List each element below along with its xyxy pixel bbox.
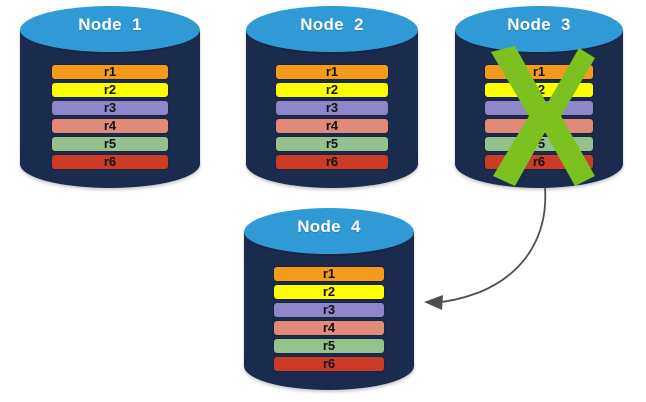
record-r6: r6 xyxy=(272,356,386,372)
arrow-head-icon xyxy=(424,295,443,310)
record-r2: r2 xyxy=(275,82,389,98)
record-r1: r1 xyxy=(50,64,170,80)
record-r2: r2 xyxy=(272,284,386,300)
node-2-records: r1 r2 r3 r4 r5 r6 xyxy=(275,64,389,170)
node-2-cylinder-top xyxy=(246,6,418,54)
node-1-records: r1 r2 r3 r4 r5 r6 xyxy=(50,64,170,170)
record-r4: r4 xyxy=(272,320,386,336)
node-4[interactable]: Node 4 r1 r2 r3 r4 r5 r6 xyxy=(244,208,414,390)
record-r3: r3 xyxy=(272,302,386,318)
record-r5: r5 xyxy=(50,136,170,152)
record-r6: r6 xyxy=(483,154,595,170)
node-2[interactable]: Node 2 r1 r2 r3 r4 r5 r6 xyxy=(246,6,418,188)
record-r4: r4 xyxy=(275,118,389,134)
arrow-path xyxy=(431,187,547,304)
node-3-label: Node 3 xyxy=(507,15,571,34)
node-1-cylinder-top xyxy=(20,6,200,54)
node-1[interactable]: Node 1 r1 r2 r3 r4 r5 r6 xyxy=(20,6,200,188)
record-r3: r3 xyxy=(275,100,389,116)
node-3[interactable]: Node 3 r1 r2 r3 r4 r5 r6 xyxy=(455,6,623,188)
record-r4: r4 xyxy=(483,118,595,134)
record-r6: r6 xyxy=(275,154,389,170)
record-r5: r5 xyxy=(272,338,386,354)
node-1-label: Node 1 xyxy=(78,15,142,34)
record-r1: r1 xyxy=(272,266,386,282)
node-4-cylinder-top xyxy=(244,208,414,256)
record-r3: r3 xyxy=(483,100,595,116)
record-r2: r2 xyxy=(50,82,170,98)
node-2-label: Node 2 xyxy=(300,15,364,34)
node-4-label: Node 4 xyxy=(297,217,361,236)
record-r3: r3 xyxy=(50,100,170,116)
record-r5: r5 xyxy=(275,136,389,152)
node-3-records: r1 r2 r3 r4 r5 r6 xyxy=(483,64,595,170)
record-r6: r6 xyxy=(50,154,170,170)
record-r4: r4 xyxy=(50,118,170,134)
node-4-records: r1 r2 r3 r4 r5 r6 xyxy=(272,266,386,372)
record-r5: r5 xyxy=(483,136,595,152)
record-r1: r1 xyxy=(275,64,389,80)
record-r1: r1 xyxy=(483,64,595,80)
record-r2: r2 xyxy=(483,82,595,98)
